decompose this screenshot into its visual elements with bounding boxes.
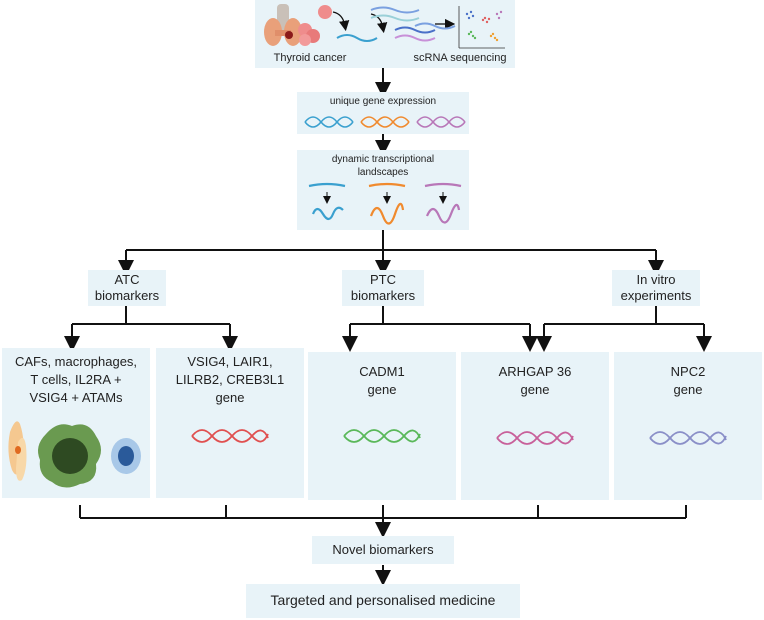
targeted-medicine-label: Targeted and personalised medicine bbox=[270, 592, 496, 608]
vsig4-label-line2: LILRB2, CREB3L1 bbox=[175, 372, 285, 387]
novel-biomarkers-box: Novel biomarkers bbox=[312, 536, 454, 564]
atc-label-line1: ATC bbox=[114, 272, 140, 287]
cells-label-line2: T cells, IL2RA + bbox=[30, 372, 122, 387]
npc2-gene-box: NPC2 gene bbox=[614, 352, 762, 500]
novel-biomarkers-label: Novel biomarkers bbox=[332, 542, 434, 557]
npc2-label-line2: gene bbox=[673, 382, 703, 397]
tumor-cluster-icon bbox=[298, 5, 332, 46]
dna-strands-row bbox=[304, 116, 466, 128]
dna-green-icon bbox=[343, 429, 421, 443]
in-vitro-experiments-box: In vitro experiments bbox=[612, 270, 700, 306]
arhgap36-label-line1: ARHGAP 36 bbox=[498, 364, 572, 379]
cadm1-label-line2: gene bbox=[367, 382, 397, 397]
ptc-label-line1: PTC bbox=[370, 272, 396, 287]
thyroid-cancer-label: Thyroid cancer bbox=[273, 52, 347, 64]
thyroid-icon bbox=[264, 4, 302, 46]
unique-gene-expression-box: unique gene expression bbox=[297, 92, 469, 134]
atc-label-line2: biomarkers bbox=[94, 288, 160, 303]
targeted-medicine-box: Targeted and personalised medicine bbox=[246, 584, 520, 618]
vsig4-label-line1: VSIG4, LAIR1, bbox=[187, 354, 273, 369]
cells-label-line3: VSIG4 + ATAMs bbox=[29, 390, 123, 405]
arhgap36-gene-box: ARHGAP 36 gene bbox=[461, 352, 609, 500]
cadm1-gene-box: CADM1 gene bbox=[308, 352, 456, 500]
dna-pink-icon bbox=[496, 431, 574, 445]
immune-cells-illustration bbox=[8, 421, 141, 488]
dna-periwinkle-icon bbox=[649, 431, 727, 445]
fibroblast-icon bbox=[8, 421, 27, 481]
in-vitro-label-line2: experiments bbox=[620, 288, 692, 303]
t-cell-icon bbox=[111, 438, 141, 474]
vsig4-label-line3: gene bbox=[215, 390, 245, 405]
cells-result-box: CAFs, macrophages, T cells, IL2RA + VSIG… bbox=[2, 348, 150, 498]
umap-plot-icon bbox=[458, 6, 505, 49]
unique-gene-expression-label: unique gene expression bbox=[329, 96, 437, 107]
arhgap36-label-line2: gene bbox=[520, 382, 550, 397]
cadm1-label-line1: CADM1 bbox=[359, 364, 405, 379]
atc-biomarkers-box: ATC biomarkers bbox=[88, 270, 166, 306]
scrna-overview-box: Thyroid cancer scRNA sequencing bbox=[255, 0, 515, 68]
npc2-label-line1: NPC2 bbox=[670, 364, 706, 379]
cells-label-line1: CAFs, macrophages, bbox=[14, 354, 138, 369]
macrophage-icon bbox=[38, 424, 101, 488]
dynamic-landscapes-label-line2: landscapes bbox=[357, 167, 409, 178]
scrna-sequencing-label: scRNA sequencing bbox=[413, 52, 507, 64]
vsig4-genes-box: VSIG4, LAIR1, LILRB2, CREB3L1 gene bbox=[156, 348, 304, 498]
rna-folding-row bbox=[308, 182, 462, 225]
ptc-label-line2: biomarkers bbox=[350, 288, 416, 303]
thyroid-scrna-illustration bbox=[264, 4, 505, 49]
dynamic-landscapes-box: dynamic transcriptional landscapes bbox=[297, 150, 469, 230]
in-vitro-label-line1: In vitro bbox=[636, 272, 676, 287]
dynamic-landscapes-label-line1: dynamic transcriptional bbox=[331, 154, 435, 165]
ptc-biomarkers-box: PTC biomarkers bbox=[342, 270, 424, 306]
dna-red-icon bbox=[191, 429, 269, 443]
